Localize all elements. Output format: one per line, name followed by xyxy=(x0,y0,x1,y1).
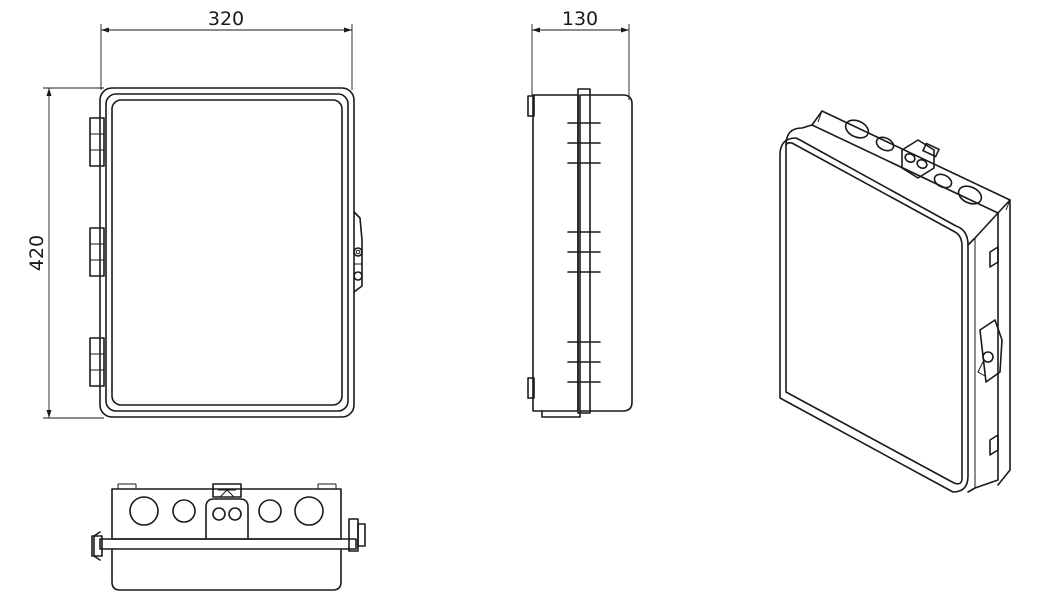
bottom-cable-glands xyxy=(129,496,324,526)
side-view: 130 xyxy=(527,8,633,418)
front-hinges xyxy=(89,117,105,387)
bottom-enclosure-body xyxy=(99,483,357,591)
side-hinge-ribs xyxy=(567,122,601,383)
bottom-view xyxy=(91,483,366,591)
depth-label: 130 xyxy=(562,8,598,30)
iso-top-cable-glands xyxy=(844,119,983,205)
bottom-latch-block xyxy=(205,483,249,540)
isometric-view xyxy=(779,110,1011,493)
width-dimension: 320 xyxy=(100,8,353,90)
height-label: 420 xyxy=(26,235,48,271)
height-dimension: 420 xyxy=(26,87,104,419)
front-latch xyxy=(353,211,363,293)
bottom-side-details xyxy=(91,518,366,561)
front-enclosure-body xyxy=(99,87,355,418)
width-label: 320 xyxy=(208,8,244,30)
front-view: 320 420 xyxy=(26,8,363,419)
depth-dimension: 130 xyxy=(531,8,630,100)
iso-enclosure-body xyxy=(779,110,1011,493)
side-enclosure-body xyxy=(527,88,633,418)
iso-side-hardware xyxy=(977,246,1003,456)
